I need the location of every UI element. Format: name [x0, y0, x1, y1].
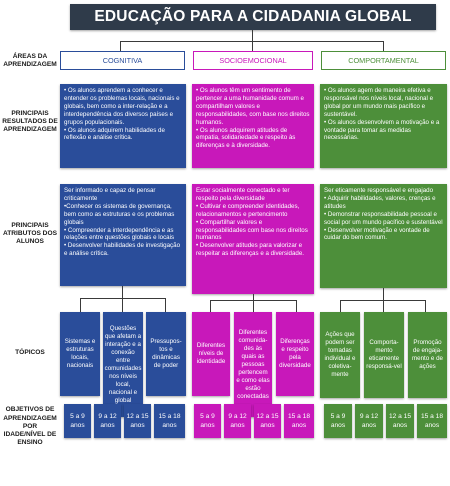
faixa-comportamental-2: 9 a 12 anos	[355, 404, 383, 438]
topico-socioemocional-2: Diferentes comunida-des às quais as pess…	[234, 312, 272, 417]
faixa-cognitiva-1: 5 a 9 anos	[64, 404, 91, 438]
connector-line	[253, 300, 254, 312]
topico-comportamental-2: Comporta-mento eticamente responsá-vel	[364, 312, 404, 398]
area-header-comportamental: COMPORTAMENTAL	[321, 51, 446, 70]
connector-line	[210, 300, 211, 312]
topico-comportamental-1: Ações que podem ser tomadas individual e…	[320, 312, 360, 398]
resultados-comportamental-text: • Os alunos agem de maneira efetiva e re…	[324, 87, 440, 142]
connector-line	[80, 298, 81, 312]
faixa-socioemocional-2: 9 a 12 anos	[224, 404, 251, 438]
label-atributos: PRINCIPAIS ATRIBUTOS DOS ALUNOS	[3, 221, 57, 246]
connector-line	[340, 300, 425, 301]
connector-line	[383, 288, 384, 300]
resultados-socioemocional-text: • Os alunos têm um sentimento de pertenc…	[196, 87, 310, 150]
faixa-socioemocional-1: 5 a 9 anos	[194, 404, 221, 438]
atributos-socioemocional: Estar socialmente conectado e ter respei…	[192, 184, 314, 294]
faixa-comportamental-1: 5 a 9 anos	[324, 404, 352, 438]
topico-cognitiva-3: Pressupos-tos e dinâmicas de poder	[146, 312, 186, 396]
topico-cognitiva-1: Sistemas e estruturas locais, nacionais	[60, 312, 100, 396]
resultados-cognitiva: • Os alunos aprendem a conhecer e entend…	[60, 84, 186, 168]
atributos-cognitiva: Ser informado e capaz de pensar criticam…	[60, 184, 186, 286]
faixa-cognitiva-2: 9 a 12 anos	[94, 404, 121, 438]
page-title: EDUCAÇÃO PARA A CIDADANIA GLOBAL	[70, 4, 436, 30]
faixa-cognitiva-3: 12 a 15 anos	[124, 404, 151, 438]
connector-line	[425, 300, 426, 312]
topico-comportamental-3: Promoção de engaja-mento e de ações	[408, 312, 447, 398]
connector-line	[120, 41, 121, 51]
area-header-socioemocional: SOCIOEMOCIONAL	[193, 51, 313, 70]
label-objetivos: OBJETIVOS DE APRENDIZAGEM POR IDADE/NÍVE…	[3, 406, 57, 447]
connector-line	[383, 41, 384, 51]
connector-line	[296, 300, 297, 312]
connector-line	[165, 298, 166, 312]
faixa-comportamental-4: 15 a 18 anos	[417, 404, 447, 438]
atributos-comportamental-text: Ser eticamente responsável e engajado • …	[324, 187, 443, 242]
faixa-comportamental-3: 12 a 15 anos	[386, 404, 414, 438]
connector-line	[122, 286, 123, 298]
topico-cognitiva-2: Questões que afetam a interação e a cone…	[103, 312, 143, 417]
connector-line	[252, 41, 253, 51]
label-resultados: PRINCIPAIS RESULTADOS DE APRENDIZAGEM	[2, 109, 58, 134]
atributos-socioemocional-text: Estar socialmente conectado e ter respei…	[196, 187, 308, 258]
connector-line	[252, 30, 253, 41]
resultados-cognitiva-text: • Os alunos aprendem a conhecer e entend…	[64, 87, 180, 142]
faixa-socioemocional-3: 12 a 15 anos	[254, 404, 281, 438]
label-topicos: TÓPICOS	[15, 348, 45, 356]
topico-socioemocional-1: Diferentes níveis de identidade	[192, 312, 230, 396]
atributos-comportamental: Ser eticamente responsável e engajado • …	[320, 184, 447, 288]
resultados-socioemocional: • Os alunos têm um sentimento de pertenc…	[192, 84, 314, 168]
topico-socioemocional-3: Diferenças e respeito pela diversidade	[276, 312, 314, 396]
connector-line	[253, 294, 254, 300]
connector-line	[122, 298, 123, 312]
label-areas: ÁREAS DA APRENDIZAGEM	[3, 52, 57, 68]
connector-line	[383, 300, 384, 312]
faixa-cognitiva-4: 15 a 18 anos	[154, 404, 185, 438]
connector-line	[120, 41, 383, 42]
faixa-socioemocional-4: 15 a 18 anos	[284, 404, 314, 438]
area-header-cognitiva: COGNITIVA	[60, 51, 185, 70]
atributos-cognitiva-text: Ser informado e capaz de pensar criticam…	[64, 187, 181, 258]
connector-line	[340, 300, 341, 312]
resultados-comportamental: • Os alunos agem de maneira efetiva e re…	[320, 84, 447, 168]
